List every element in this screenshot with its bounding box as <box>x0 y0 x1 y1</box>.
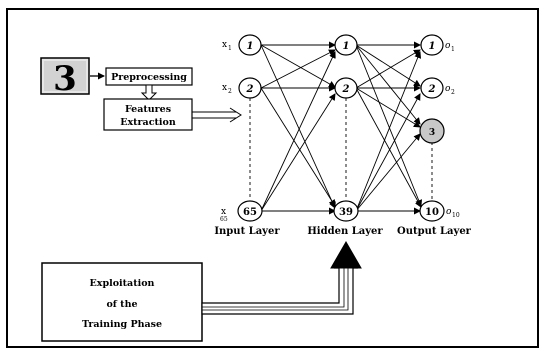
output-o2-base: o <box>445 84 451 94</box>
output-node-3-label: 3 <box>429 128 435 138</box>
output-node-10 <box>419 200 445 222</box>
output-o2-sub: 2 <box>451 89 455 96</box>
network-connections <box>260 41 422 215</box>
input-x1-sub: 1 <box>228 45 232 52</box>
input-layer-label: Input Layer <box>214 226 280 237</box>
input-node-1 <box>238 34 262 56</box>
layer-dashed-lines <box>249 98 433 200</box>
hidden-node-2 <box>334 77 358 99</box>
exploitation-box: Exploitation of the Training Phase <box>41 262 203 342</box>
input-x1-base: x <box>222 40 227 50</box>
arrow-exploitation-to-hidden-layer <box>201 240 362 315</box>
input-node-1-label: 1 <box>247 41 254 52</box>
arrow-features-to-input-layer <box>192 107 242 123</box>
output-node-10-label: 10 <box>425 207 439 218</box>
hidden-node-39 <box>333 200 359 222</box>
preprocessing-label: Preprocessing <box>111 72 187 83</box>
output-node-1 <box>420 34 444 56</box>
preprocessing-box: Preprocessing <box>105 67 193 86</box>
output-node-3-highlighted <box>419 118 445 144</box>
features-extraction-box: Features Extraction <box>103 98 193 131</box>
hidden-node-2-label: 2 <box>342 84 350 95</box>
input-node-65-label: 65 <box>243 207 257 218</box>
exploitation-label-line2: of the <box>106 299 137 310</box>
features-label-line1: Features <box>125 104 171 115</box>
input-node-2-label: 2 <box>246 84 254 95</box>
output-o10-base: o <box>446 207 452 217</box>
features-label-line2: Extraction <box>120 117 176 128</box>
input-layer: 1 2 65 x 1 x 2 x 65 Input Layer <box>214 34 280 237</box>
output-o10-sub: 10 <box>452 212 460 219</box>
input-x65-sub: 65 <box>220 216 228 223</box>
output-node-2 <box>420 77 444 99</box>
hidden-node-1-label: 1 <box>343 41 350 52</box>
hidden-layer: 1 2 39 Hidden Layer <box>307 34 383 237</box>
output-o1-sub: 1 <box>451 46 455 53</box>
arrow-preprocessing-to-features <box>140 84 158 101</box>
output-node-1-label: 1 <box>429 41 436 52</box>
hidden-node-39-label: 39 <box>339 207 353 218</box>
exploitation-label-line1: Exploitation <box>90 278 155 289</box>
output-node-2-label: 2 <box>428 84 436 95</box>
exploitation-label-line3: Training Phase <box>82 319 162 330</box>
input-x65-base: x <box>221 207 226 217</box>
output-layer: 1 2 3 10 o 1 o 2 o 10 Output Layer <box>397 34 472 237</box>
hidden-layer-label: Hidden Layer <box>307 226 383 237</box>
input-x2-sub: 2 <box>228 88 232 95</box>
output-o1-base: o <box>445 41 451 51</box>
input-node-2 <box>238 77 262 99</box>
output-layer-label: Output Layer <box>397 226 472 237</box>
input-x2-base: x <box>222 83 227 93</box>
input-digit: 3 <box>53 59 77 99</box>
input-node-65 <box>237 200 263 222</box>
input-digit-image: 3 <box>40 57 90 99</box>
hidden-node-1 <box>334 34 358 56</box>
